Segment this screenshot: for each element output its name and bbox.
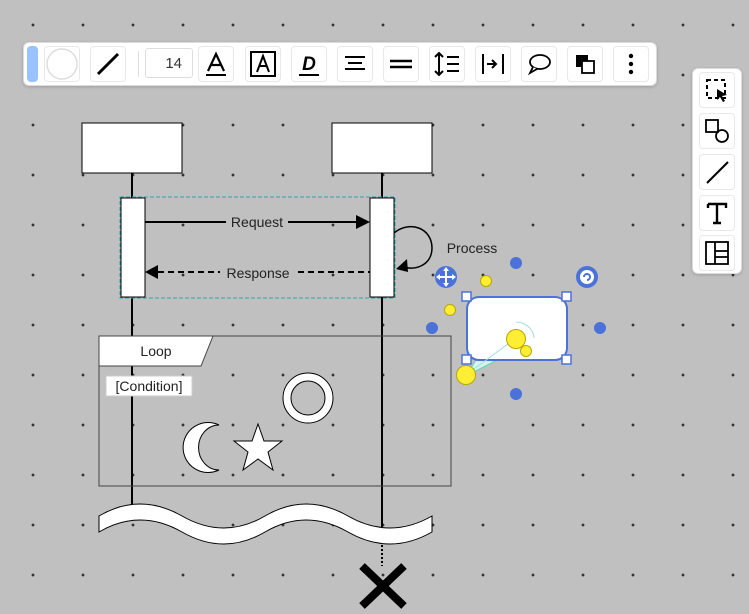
text-style-button[interactable]: D bbox=[291, 46, 327, 82]
font-size-input[interactable]: 14 bbox=[145, 48, 193, 78]
rotate-icon[interactable] bbox=[576, 266, 598, 288]
arrange-button[interactable] bbox=[567, 46, 603, 82]
line-icon bbox=[96, 52, 120, 76]
line-spacing-icon bbox=[434, 51, 459, 77]
fill-color-swatch[interactable] bbox=[27, 46, 38, 82]
self-message-label: Process bbox=[447, 240, 498, 256]
loop-label-tab bbox=[98, 335, 214, 367]
moon-shape[interactable] bbox=[182, 422, 220, 473]
lifeline-head-b[interactable] bbox=[331, 122, 433, 174]
text-style-icon: D bbox=[299, 54, 319, 76]
text-color-button[interactable] bbox=[198, 46, 234, 82]
more-button[interactable] bbox=[613, 46, 649, 82]
line-style-icon bbox=[390, 59, 412, 69]
control-handle-2[interactable] bbox=[444, 304, 456, 316]
text-color-icon bbox=[206, 51, 226, 76]
templates-icon bbox=[705, 241, 729, 265]
text-tool[interactable] bbox=[699, 195, 735, 231]
ring-outline-inner bbox=[290, 380, 326, 416]
text-icon bbox=[706, 202, 728, 225]
resize-handle-ne[interactable] bbox=[561, 291, 572, 302]
loop-condition: [Condition] bbox=[116, 378, 183, 394]
lifeline-head-a[interactable] bbox=[81, 122, 183, 174]
control-handle-3[interactable] bbox=[506, 329, 526, 349]
text-spacing-icon bbox=[482, 54, 504, 74]
shapes-icon bbox=[705, 119, 729, 143]
control-handle-5[interactable] bbox=[456, 365, 476, 385]
toolbar-divider bbox=[138, 51, 139, 77]
line-tool-icon bbox=[706, 161, 729, 184]
ring-outline-outer bbox=[282, 372, 334, 424]
tool-palette bbox=[692, 68, 742, 274]
request-label: Request bbox=[231, 214, 283, 230]
text-box-icon bbox=[250, 51, 276, 77]
star-shape[interactable] bbox=[232, 422, 284, 472]
select-icon bbox=[706, 79, 727, 102]
comment-button[interactable] bbox=[521, 46, 557, 82]
request-message[interactable]: Request bbox=[145, 213, 370, 231]
destroy-marker[interactable] bbox=[359, 563, 407, 609]
text-box-button[interactable] bbox=[245, 46, 281, 82]
control-handle-4[interactable] bbox=[520, 345, 532, 357]
align-center-button[interactable] bbox=[337, 46, 373, 82]
more-icon bbox=[628, 53, 634, 75]
activation-bar-b[interactable] bbox=[369, 197, 395, 298]
templates-tool[interactable] bbox=[699, 235, 735, 271]
shapes-tool[interactable] bbox=[699, 113, 735, 149]
control-handle-1[interactable] bbox=[480, 275, 492, 287]
line-spacing-button[interactable] bbox=[429, 46, 465, 82]
ring-shape[interactable] bbox=[283, 373, 333, 423]
response-label: Response bbox=[226, 265, 289, 281]
connect-point-bottom[interactable] bbox=[510, 388, 522, 400]
move-icon[interactable] bbox=[435, 266, 457, 288]
select-tool[interactable] bbox=[699, 72, 735, 108]
format-toolbar: 14 D bbox=[23, 42, 657, 86]
loop-frame[interactable]: Loop [Condition] bbox=[98, 335, 452, 487]
fill-color-button[interactable] bbox=[44, 46, 80, 82]
activation-bar-a[interactable] bbox=[120, 197, 146, 298]
resize-handle-nw[interactable] bbox=[461, 291, 472, 302]
callout-guide bbox=[515, 321, 535, 339]
line-style-button[interactable] bbox=[383, 46, 419, 82]
wave-shape[interactable] bbox=[98, 503, 433, 545]
svg-text:D: D bbox=[302, 54, 316, 75]
group-selection-box bbox=[119, 196, 396, 299]
self-message[interactable]: Process bbox=[393, 225, 498, 272]
connect-point-top[interactable] bbox=[510, 257, 522, 269]
resize-handle-se[interactable] bbox=[561, 354, 572, 365]
loop-label: Loop bbox=[140, 343, 171, 359]
line-tool[interactable] bbox=[699, 154, 735, 190]
callout-shape[interactable] bbox=[466, 296, 568, 361]
response-message[interactable]: Response bbox=[145, 263, 370, 281]
align-center-icon bbox=[345, 56, 365, 70]
connect-point-left[interactable] bbox=[426, 322, 438, 334]
circle-icon bbox=[46, 48, 78, 80]
arrange-icon bbox=[576, 55, 595, 74]
resize-handle-sw[interactable] bbox=[461, 354, 472, 365]
connect-point-right[interactable] bbox=[594, 322, 606, 334]
stroke-color-button[interactable] bbox=[90, 46, 126, 82]
comment-icon bbox=[527, 54, 551, 76]
text-spacing-button[interactable] bbox=[475, 46, 511, 82]
loop-condition-box bbox=[105, 375, 193, 397]
